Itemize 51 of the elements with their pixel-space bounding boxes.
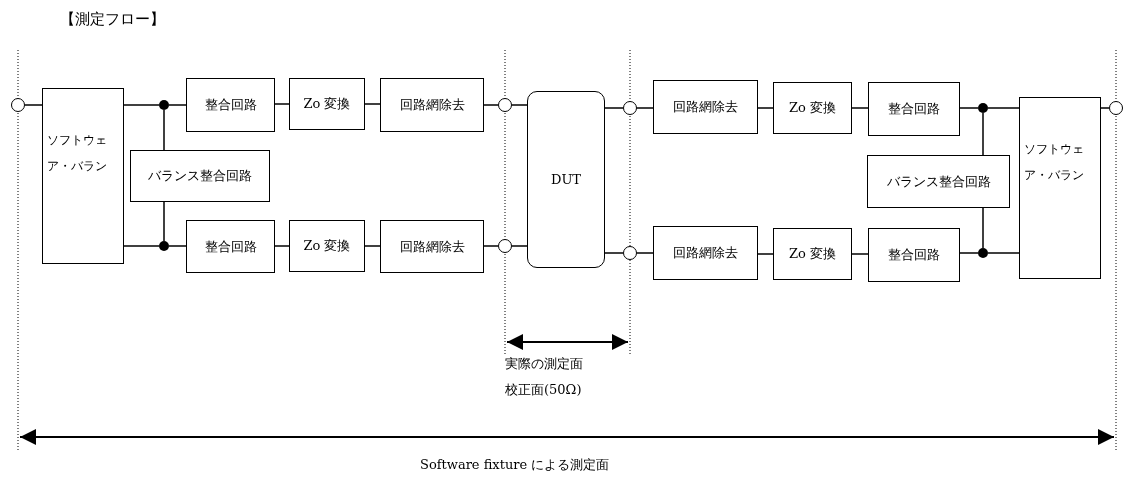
connector-line — [123, 104, 160, 106]
connector-line — [163, 109, 165, 151]
connector-line — [987, 107, 1020, 109]
process-box: ソフトウェア・バラン — [1019, 97, 1101, 279]
connector-line — [168, 245, 187, 247]
process-box: ソフトウェア・バラン — [42, 88, 124, 264]
process-box: バランス整合回路 — [130, 150, 270, 202]
connector-line — [604, 107, 624, 109]
connector-line — [24, 104, 43, 106]
process-box: 整合回路 — [868, 228, 960, 282]
process-box: Zo 変換 — [773, 228, 852, 280]
connector-line — [982, 112, 984, 156]
process-box: 整合回路 — [186, 220, 275, 273]
connector-line — [636, 107, 654, 109]
device-box: DUT — [527, 91, 605, 268]
connector-line — [604, 252, 624, 254]
connector-line — [851, 107, 869, 109]
process-box: バランス整合回路 — [867, 155, 1010, 208]
note-text: Software fixture による測定面 — [420, 456, 610, 474]
process-box: 回路網除去 — [380, 78, 484, 132]
connector-line — [851, 253, 869, 255]
connector-line — [483, 245, 499, 247]
process-box: 回路網除去 — [653, 226, 758, 280]
connector-line — [483, 104, 499, 106]
process-box: 回路網除去 — [380, 220, 484, 273]
note-text: 校正面(50Ω) — [505, 381, 582, 399]
process-box: Zo 変換 — [289, 78, 365, 130]
connector-line — [636, 252, 654, 254]
connector-line — [987, 252, 1020, 254]
connector-line — [274, 103, 290, 105]
connector-line — [511, 245, 528, 247]
process-box: 整合回路 — [186, 78, 275, 132]
diagram-title: 【測定フロー】 — [60, 9, 165, 30]
process-box: 回路網除去 — [653, 80, 758, 134]
connector-line — [274, 245, 290, 247]
process-box: Zo 変換 — [773, 82, 852, 134]
connector-line — [959, 107, 979, 109]
connector-line — [123, 245, 160, 247]
connector-line — [364, 103, 381, 105]
connector-line — [959, 252, 979, 254]
connector-line — [982, 207, 984, 249]
connector-line — [1100, 107, 1110, 109]
connector-line — [163, 201, 165, 242]
connector-line — [364, 245, 381, 247]
connector-line — [757, 107, 774, 109]
process-box: Zo 変換 — [289, 220, 365, 272]
connector-line — [168, 104, 187, 106]
connector-line — [511, 104, 528, 106]
connector-line — [757, 253, 774, 255]
note-text: 実際の測定面 — [505, 355, 583, 373]
process-box: 整合回路 — [868, 82, 960, 136]
